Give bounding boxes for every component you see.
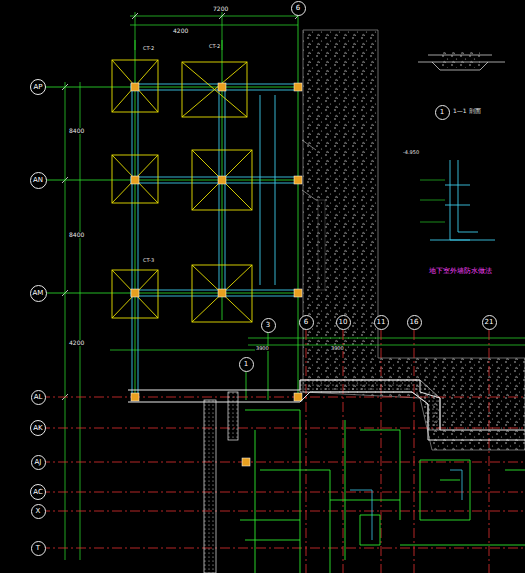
drawing-note: 8400 bbox=[68, 232, 85, 238]
axis-bubble: 1 bbox=[435, 105, 450, 120]
axis-label: 21 bbox=[485, 319, 494, 326]
drawing-note: 3900 bbox=[255, 346, 270, 351]
axis-bubble: T bbox=[31, 541, 46, 556]
axis-label: 1 bbox=[440, 109, 444, 116]
drawing-note: CT-2 bbox=[142, 46, 155, 51]
axis-label: 6 bbox=[304, 319, 308, 326]
drawing-note: 3900 bbox=[330, 346, 345, 351]
drawing-note: -4.950 bbox=[402, 150, 420, 155]
axis-bubble: 10 bbox=[336, 315, 351, 330]
axis-label: 11 bbox=[377, 319, 386, 326]
axis-label: AL bbox=[34, 394, 43, 401]
drawing-note: CT-2 bbox=[208, 44, 221, 49]
axis-bubble: AL bbox=[31, 390, 46, 405]
drawing-note: 4200 bbox=[172, 28, 189, 34]
axis-label: 16 bbox=[410, 319, 419, 326]
axis-bubble: 16 bbox=[407, 315, 422, 330]
axis-bubble: AN bbox=[30, 172, 47, 189]
axis-label: AN bbox=[33, 177, 43, 184]
axis-label: AC bbox=[33, 489, 43, 496]
drawing-note: 地下室外墙防水做法 bbox=[428, 268, 493, 275]
axis-bubble: AP bbox=[30, 79, 46, 95]
axis-bubble: 6 bbox=[291, 1, 306, 16]
axis-label: 10 bbox=[339, 319, 348, 326]
axis-bubble: AM bbox=[30, 285, 47, 302]
axis-label: 3 bbox=[266, 322, 270, 329]
axis-bubble: 3 bbox=[261, 318, 276, 333]
drawing-note: CT-3 bbox=[142, 258, 155, 263]
axis-label: AM bbox=[33, 290, 44, 297]
drawing-note: 7200 bbox=[212, 6, 229, 12]
axis-bubble: 6 bbox=[299, 315, 314, 330]
axis-bubble: X bbox=[31, 504, 46, 519]
axis-bubble: 21 bbox=[482, 315, 497, 330]
axis-bubble: AC bbox=[30, 484, 46, 500]
axis-label: X bbox=[36, 508, 41, 515]
axis-label: 6 bbox=[296, 5, 300, 12]
axis-label: AP bbox=[33, 84, 42, 91]
drawing-note: 8400 bbox=[68, 128, 85, 134]
axis-bubble: AJ bbox=[31, 455, 46, 470]
drawing-note: 4200 bbox=[68, 340, 85, 346]
axis-label: AK bbox=[33, 425, 42, 432]
drawing-note: 1—1 剖面 bbox=[452, 108, 482, 114]
axis-bubble: AK bbox=[30, 420, 46, 436]
axis-bubble: 11 bbox=[374, 315, 389, 330]
axis-label: 1 bbox=[244, 361, 248, 368]
axis-label: AJ bbox=[35, 459, 42, 466]
axis-label: T bbox=[36, 545, 40, 552]
axis-bubble: 1 bbox=[239, 357, 254, 372]
